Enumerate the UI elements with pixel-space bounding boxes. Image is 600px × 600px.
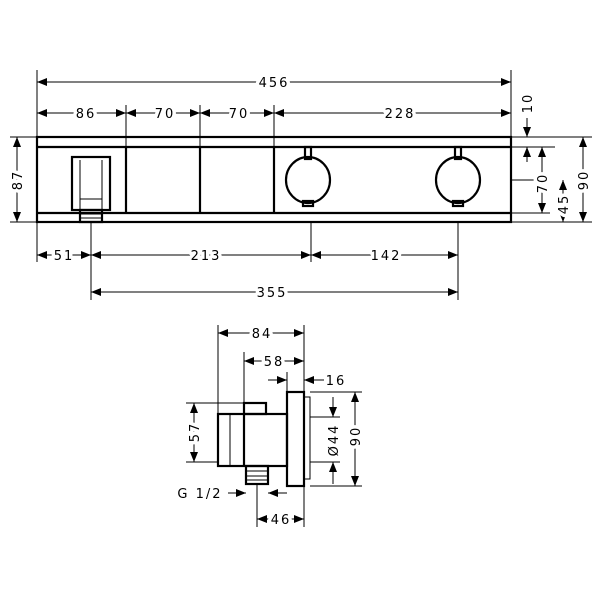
dim-label-142: 142 xyxy=(371,249,402,264)
dim-label-456: 456 xyxy=(259,76,290,91)
dim-label-45: 45 xyxy=(557,194,572,215)
valve-body xyxy=(216,401,289,468)
wall-plate xyxy=(285,390,311,488)
dim-label-70b: 70 xyxy=(229,107,250,122)
dim-label-70: 70 xyxy=(536,173,551,194)
dim-label-90: 90 xyxy=(577,170,592,191)
dim-label-84: 84 xyxy=(252,327,273,342)
thermostat-knob-1 xyxy=(284,145,332,208)
dim-label-46: 46 xyxy=(271,513,292,528)
dim-label-10: 10 xyxy=(521,93,536,114)
dim-label-51: 51 xyxy=(54,249,75,264)
dim-label-213: 213 xyxy=(191,249,222,264)
side-extension-lines xyxy=(186,325,362,527)
dim-label-90-side: 90 xyxy=(349,426,364,447)
thermostat-knob-2 xyxy=(434,145,482,208)
extension-lines xyxy=(10,70,592,300)
dim-label-70a: 70 xyxy=(155,107,176,122)
dim-label-86: 86 xyxy=(76,107,97,122)
dim-label-57: 57 xyxy=(188,422,203,443)
front-view: 456 86 70 70 228 87 10 70 45 90 51 213 1… xyxy=(8,70,596,305)
dim-label-87: 87 xyxy=(11,170,26,191)
dim-label-355: 355 xyxy=(257,286,288,301)
side-view: 84 58 16 57 Ø44 90 G 1/2 46 xyxy=(174,324,368,532)
dim-label-16: 16 xyxy=(326,374,347,389)
dim-label-diameter-44: Ø44 xyxy=(327,424,342,457)
thread-label: G 1/2 xyxy=(177,487,222,502)
outlet-connector xyxy=(244,464,270,486)
dim-label-228: 228 xyxy=(385,107,416,122)
dim-label-58: 58 xyxy=(264,355,285,370)
